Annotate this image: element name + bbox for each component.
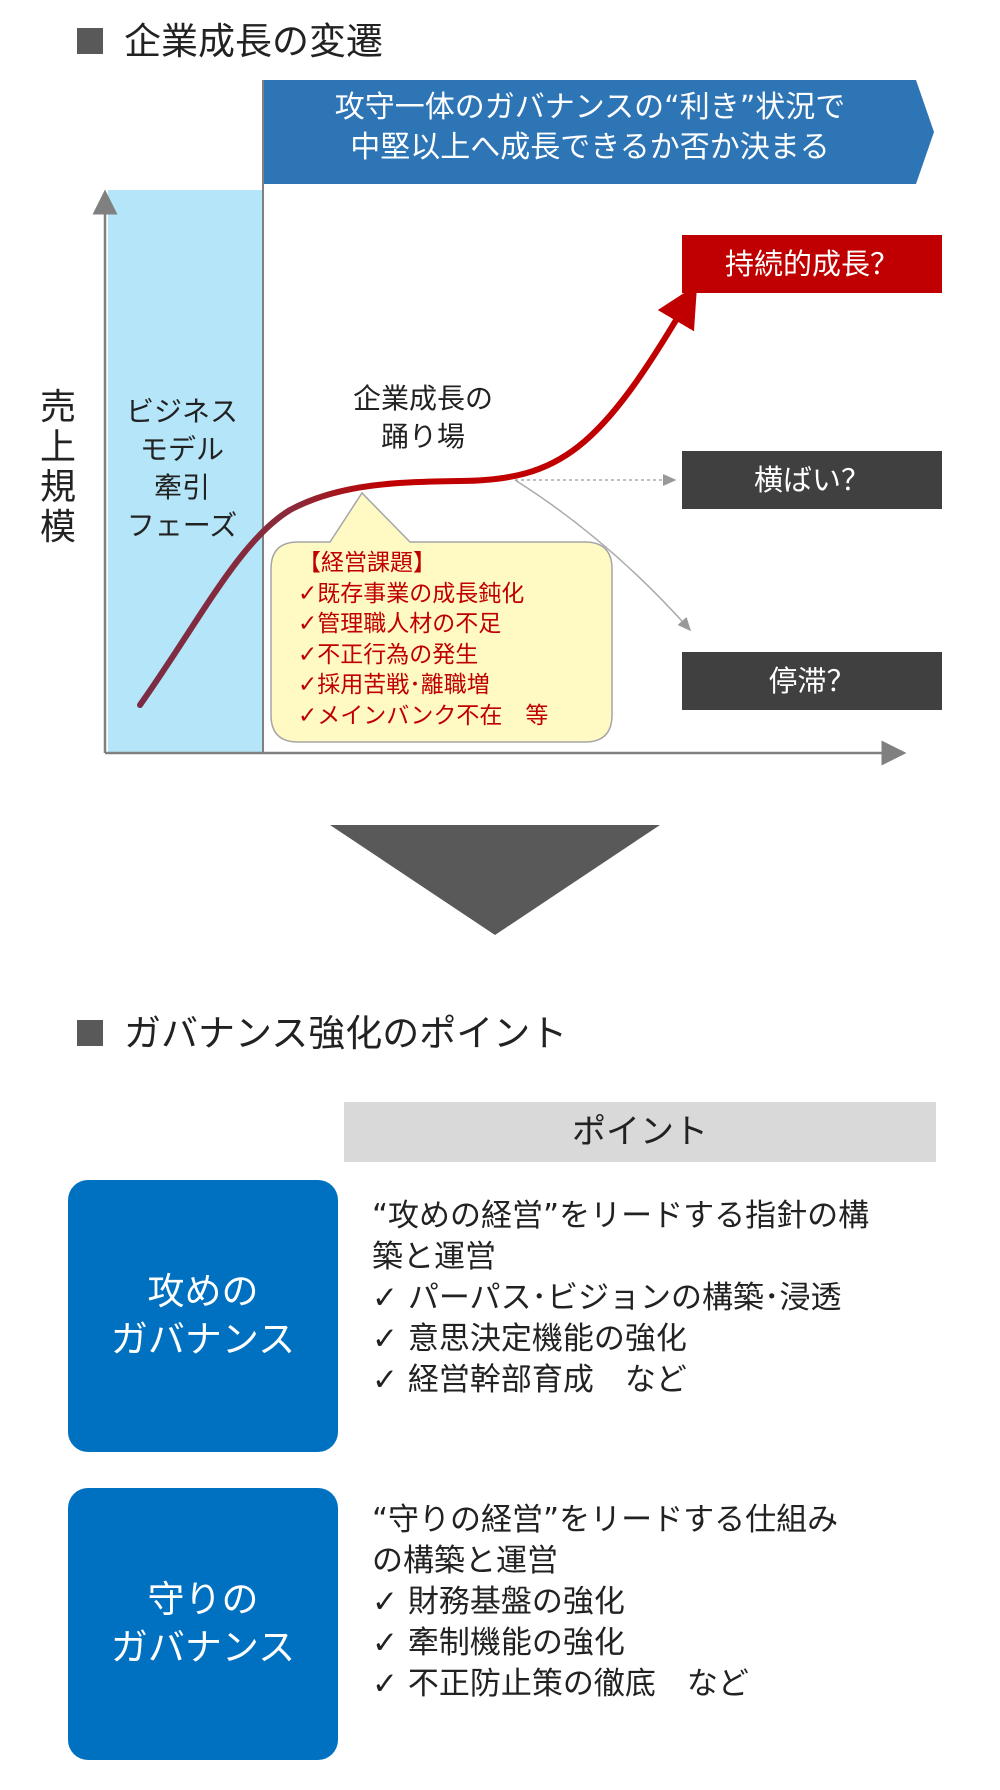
section-bullet-square [77,1020,103,1046]
callout-item: ✓不正行為の発生 [298,641,479,668]
issues-callout-text: 【経営課題】 ✓既存事業の成長鈍化 ✓管理職人材の不足 ✓不正行為の発生 ✓採用… [298,548,628,731]
banner-shape [263,80,934,184]
section-bullet-square [77,28,103,54]
offense-box-line: 攻めの [147,1270,259,1313]
phase-label-line: ビジネス [125,395,238,428]
phase-label-line: フェーズ [126,509,238,542]
points-header: ポイント [344,1102,936,1162]
y-axis-char: 売 [39,387,76,428]
y-axis-char: 模 [39,507,76,548]
section-title-growth: 企業成長の変遷 [124,20,383,63]
callout-item: ✓既存事業の成長鈍化 [298,580,525,607]
phase-band [108,190,263,753]
y-axis-char: 規 [39,467,76,508]
offense-point-item: ✓ 経営幹部育成 など [372,1362,687,1398]
outcome-sustained-growth: 持続的成長？ [682,235,942,293]
plateau-label-line: 踊り場 [380,420,465,453]
offense-box-line: ガバナンス [110,1318,296,1361]
defense-points: “守りの経営”をリードする仕組み の構築と運営 ✓ 財務基盤の強化 ✓ 牽制機能… [372,1500,952,1705]
defense-point-item: ✓ 不正防止策の徹底 など [372,1666,749,1702]
growth-curve [137,284,698,708]
down-arrow [330,825,660,935]
defense-point-item: ✓ 牽制機能の強化 [372,1625,625,1661]
banner-text: 攻守一体のガバナンスの“利き”状況で 中堅以上へ成長できるか否か決まる [270,88,910,168]
growth-diagram [92,80,934,935]
offense-point-item: ✓ パーパス･ビジョンの構築･浸透 [372,1280,842,1316]
issues-callout-shape [270,491,613,743]
y-axis-label: 売 上 規 模 [36,388,80,548]
defense-governance-box: 守りの ガバナンス [68,1488,338,1760]
outcome-stagnant: 停滞？ [682,652,942,710]
section-title-governance: ガバナンス強化のポイント [124,1012,568,1055]
phase-label: ビジネス モデル 牽引 フェーズ [108,393,256,553]
plateau-label-line: 企業成長の [352,382,493,415]
offense-governance-box: 攻めの ガバナンス [68,1180,338,1452]
offense-lead-line: “攻めの経営”をリードする指針の構 [372,1198,870,1234]
offense-point-item: ✓ 意思決定機能の強化 [372,1321,687,1357]
defense-lead-line: の構築と運営 [372,1543,558,1579]
callout-heading: 【経営課題】 [298,550,436,576]
plateau-label: 企業成長の 踊り場 [328,380,518,456]
defense-box-line: ガバナンス [110,1626,296,1669]
callout-item: ✓採用苦戦･離職増 [298,672,490,698]
offense-points: “攻めの経営”をリードする指針の構 築と運営 ✓ パーパス･ビジョンの構築･浸透… [372,1196,952,1401]
offense-lead-line: 築と運営 [372,1239,496,1275]
callout-item: ✓メインバンク不在 等 [298,702,549,729]
banner-line-1: 攻守一体のガバナンスの“利き”状況で [334,90,846,125]
phase-label-line: 牽引 [153,471,210,504]
outcome-flat: 横ばい？ [682,451,942,509]
defense-point-item: ✓ 財務基盤の強化 [372,1584,625,1620]
banner-line-2: 中堅以上へ成長できるか否か決まる [350,130,830,165]
callout-item: ✓管理職人材の不足 [298,611,502,637]
defense-box-line: 守りの [147,1578,259,1621]
y-axis-char: 上 [39,427,76,468]
phase-label-line: モデル [139,433,224,466]
defense-lead-line: “守りの経営”をリードする仕組み [372,1502,839,1538]
branch-arrow-stagnant [514,479,691,632]
